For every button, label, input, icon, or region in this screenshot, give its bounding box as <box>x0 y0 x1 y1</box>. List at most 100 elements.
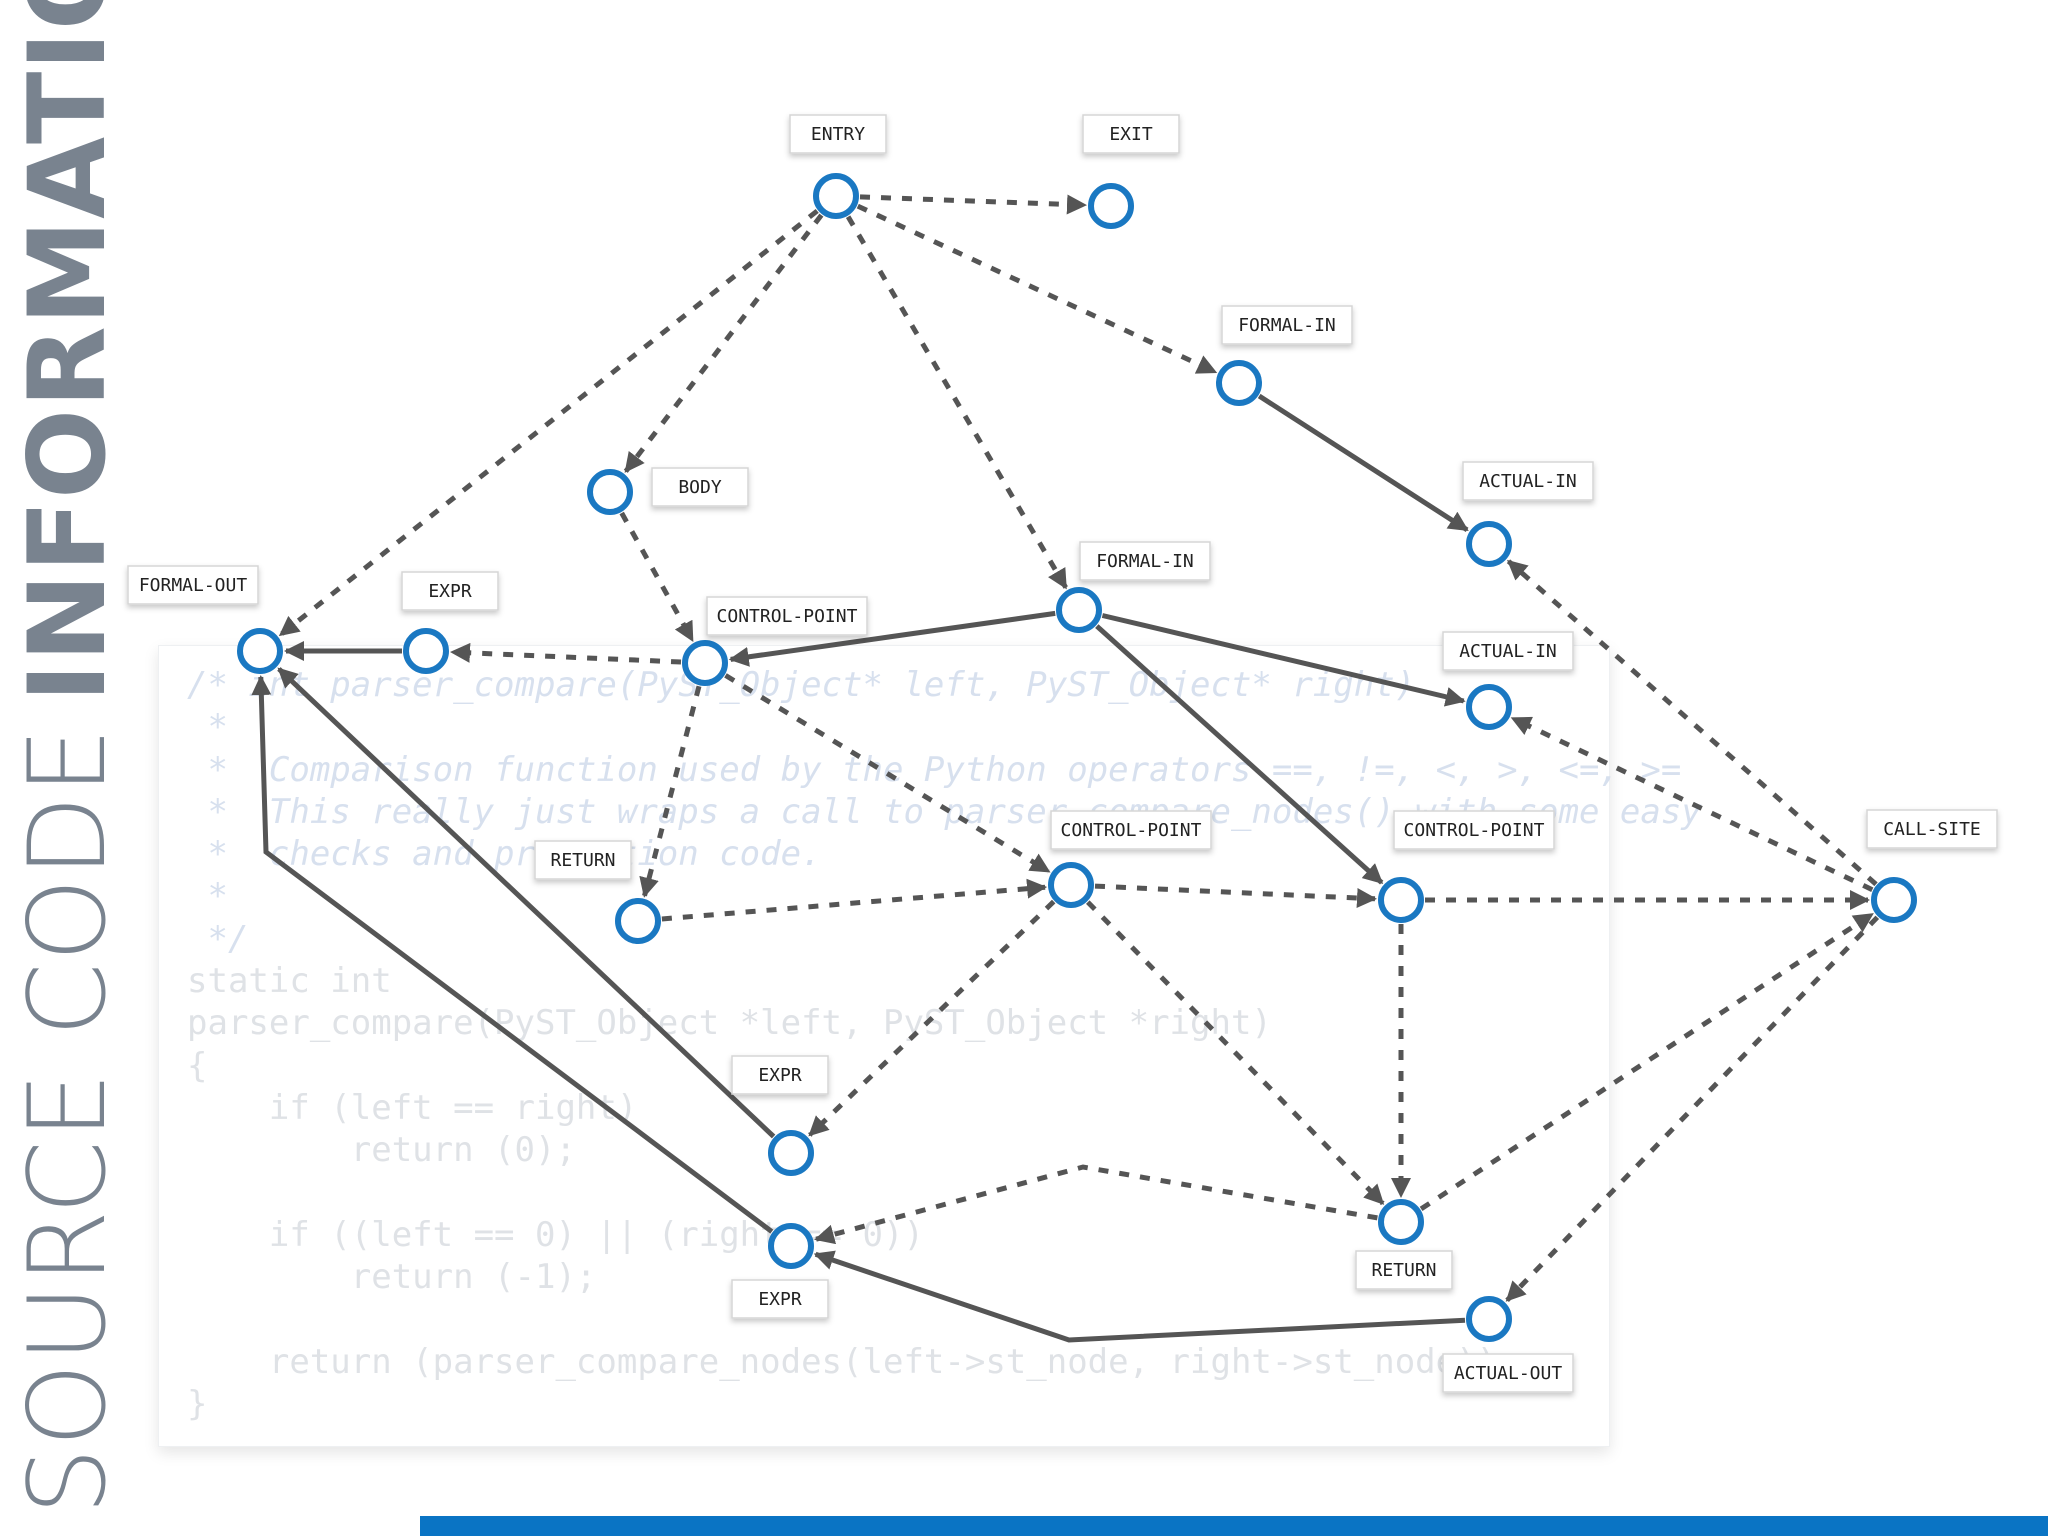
node-control-point-2 <box>1048 862 1094 908</box>
node-label-actual-in-1: ACTUAL-IN <box>1462 461 1594 501</box>
nodes <box>237 173 1917 1342</box>
node-label-entry: ENTRY <box>789 114 887 154</box>
control-edge-call_site-to-actual_in_1 <box>1506 559 1878 887</box>
node-call-site <box>1871 877 1917 923</box>
node-label-expr-2: EXPR <box>731 1055 829 1095</box>
node-label-return-2: RETURN <box>1355 1250 1453 1290</box>
node-label-expr-1: EXPR <box>401 571 499 611</box>
label-box <box>731 1279 829 1319</box>
label-text: EXPR <box>758 1289 802 1310</box>
label-text: CONTROL-POINT <box>717 606 858 627</box>
label-text: ACTUAL-OUT <box>1454 1363 1563 1384</box>
label-box <box>789 114 887 154</box>
code-line: parser_compare(PyST_Object *left, PyST_O… <box>187 1003 1272 1044</box>
node-actual-in-1 <box>1466 521 1512 567</box>
node-return-2 <box>1378 1199 1424 1245</box>
label-text: FORMAL-OUT <box>139 575 248 596</box>
control-edge-call_site-to-actual_in_2 <box>1510 715 1874 892</box>
code-line: { <box>187 1045 208 1086</box>
node-label-control-point-2: CONTROL-POINT <box>1050 810 1212 850</box>
label-text: CALL-SITE <box>1883 819 1981 840</box>
data-edge-expr_2-to-formal_out <box>277 667 776 1139</box>
label-text: FORMAL-IN <box>1238 315 1336 336</box>
control-edge-body-to-control_point_1 <box>619 511 695 643</box>
code-line: if (left == right) <box>187 1087 638 1128</box>
code-block: /* int parser_compare(PyST_Object* left,… <box>159 646 1702 1443</box>
node-label-actual-in-2: ACTUAL-IN <box>1442 631 1574 671</box>
label-box <box>706 596 868 636</box>
code-line: return (parser_compare_nodes(left->st_no… <box>187 1341 1518 1382</box>
control-edge-control_point_2-to-return_2 <box>1086 900 1385 1206</box>
data-edge-formal_in_2-to-control_point_1 <box>728 610 1056 667</box>
node-expr-3 <box>768 1223 814 1269</box>
label-box <box>1442 631 1574 671</box>
label-text: RETURN <box>1371 1260 1436 1281</box>
code-line: } <box>187 1384 208 1425</box>
node-label-return-1: RETURN <box>534 840 632 880</box>
code-line: if ((left == 0) || (right == 0)) <box>187 1214 924 1255</box>
label-text: CONTROL-POINT <box>1061 820 1202 841</box>
label-text: ACTUAL-IN <box>1479 471 1577 492</box>
label-box <box>1221 305 1353 345</box>
node-formal-in-1 <box>1216 360 1262 406</box>
node-label-body: BODY <box>651 467 749 507</box>
label-text: CONTROL-POINT <box>1404 820 1545 841</box>
control-edge-control_point_2-to-expr_2 <box>808 899 1056 1137</box>
node-expr-1 <box>403 628 449 674</box>
control-edge-entry-to-body <box>623 213 824 473</box>
label-box <box>1082 114 1180 154</box>
label-box <box>1050 810 1212 850</box>
code-line: * <box>187 707 228 748</box>
code-line: return (-1); <box>187 1257 597 1298</box>
label-box <box>1442 1353 1574 1393</box>
code-panel: /* int parser_compare(PyST_Object* left,… <box>158 645 1702 1447</box>
label-text: ACTUAL-IN <box>1459 641 1557 662</box>
label-box <box>1866 809 1998 849</box>
data-edge-expr_3-to-formal_out <box>251 675 774 1234</box>
node-actual-out <box>1466 1296 1512 1342</box>
data-edge-formal_in_2-to-control_point_3 <box>1095 624 1384 885</box>
node-label-control-point-3: CONTROL-POINT <box>1393 810 1555 850</box>
label-text: EXIT <box>1109 124 1153 145</box>
label-box <box>401 571 499 611</box>
node-control-point-3 <box>1378 877 1424 923</box>
code-line: */ <box>187 918 249 959</box>
node-control-point-1 <box>682 640 728 686</box>
node-formal-out <box>237 628 283 674</box>
control-edge-control_point_1-to-control_point_2 <box>724 673 1051 874</box>
label-text: FORMAL-IN <box>1096 551 1194 572</box>
control-edge-return_1-to-control_point_2 <box>661 878 1048 922</box>
label-text: BODY <box>678 477 722 498</box>
control-edge-control_point_1-to-expr_1 <box>450 642 682 665</box>
accent-bar <box>420 1516 2048 1536</box>
control-edge-entry-to-formal_out <box>278 208 819 637</box>
label-box <box>731 1055 829 1095</box>
data-edge-formal_in_2-to-actual_in_2 <box>1101 613 1466 707</box>
control-edge-return_2-to-call_site <box>1419 912 1874 1211</box>
node-actual-in-2 <box>1466 684 1512 730</box>
node-label-formal-in-2: FORMAL-IN <box>1079 541 1211 581</box>
node-label-formal-out: FORMAL-OUT <box>127 565 259 605</box>
node-return-1 <box>615 898 661 944</box>
code-line: static int <box>187 961 392 1002</box>
label-text: RETURN <box>550 850 615 871</box>
label-box <box>1079 541 1211 581</box>
control-edge-control_point_2-to-control_point_3 <box>1094 883 1377 908</box>
code-line: * Comparison function used by the Python… <box>187 749 1682 790</box>
control-edge-entry-to-formal_in_2 <box>845 215 1068 590</box>
node-expr-2 <box>768 1130 814 1176</box>
node-label-control-point-1: CONTROL-POINT <box>706 596 868 636</box>
node-label-call-site: CALL-SITE <box>1866 809 1998 849</box>
node-exit <box>1088 183 1134 229</box>
control-edge-call_site-to-actual_out <box>1505 915 1880 1303</box>
node-label-actual-out: ACTUAL-OUT <box>1442 1353 1574 1393</box>
node-entry <box>813 173 859 219</box>
data-edge-actual_out-to-expr_3 <box>813 1250 1466 1343</box>
control-edge-return_2-to-expr_3 <box>814 1164 1378 1245</box>
label-text: EXPR <box>758 1065 802 1086</box>
label-box <box>534 840 632 880</box>
node-body <box>587 469 633 515</box>
label-text: ENTRY <box>811 124 865 145</box>
